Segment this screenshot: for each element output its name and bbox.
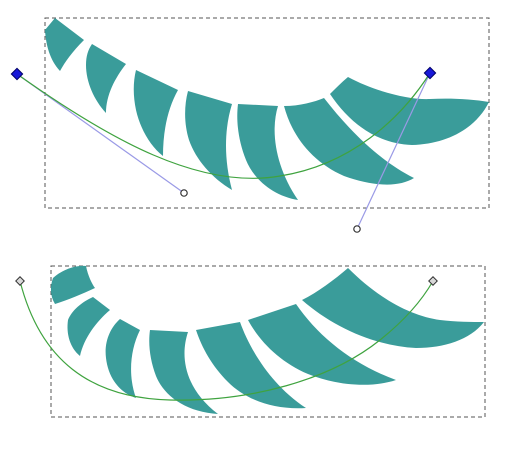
feather-segment[interactable] — [50, 265, 95, 304]
right-handle-knob[interactable] — [353, 225, 361, 233]
right-node[interactable] — [428, 276, 438, 286]
feather-segment[interactable] — [185, 91, 232, 190]
top-example — [10, 17, 490, 233]
left-node-selected[interactable] — [10, 67, 24, 81]
top-feather-shape[interactable] — [45, 18, 489, 200]
feather-segment[interactable] — [330, 77, 489, 145]
right-node-selected[interactable] — [423, 66, 437, 80]
bottom-example — [15, 265, 486, 418]
feather-segment[interactable] — [86, 44, 126, 113]
bottom-feather-shape[interactable] — [50, 265, 484, 414]
feather-segment[interactable] — [105, 319, 140, 398]
feather-segment[interactable] — [302, 268, 484, 348]
bottom-bounding-box — [50, 265, 486, 418]
feather-segment[interactable] — [45, 18, 84, 71]
feather-segment[interactable] — [133, 70, 178, 156]
feather-segment[interactable] — [248, 304, 396, 385]
feather-segment[interactable] — [149, 330, 218, 414]
left-handle-knob[interactable] — [180, 189, 188, 197]
top-bounding-box — [44, 17, 490, 209]
right-handle-line — [356, 72, 431, 230]
feather-segment[interactable] — [284, 98, 414, 185]
top-path-curve[interactable] — [16, 72, 431, 179]
feather-segment[interactable] — [196, 322, 306, 409]
left-node[interactable] — [15, 276, 25, 286]
feather-segment[interactable] — [67, 297, 111, 356]
bottom-path-curve[interactable] — [19, 280, 434, 401]
